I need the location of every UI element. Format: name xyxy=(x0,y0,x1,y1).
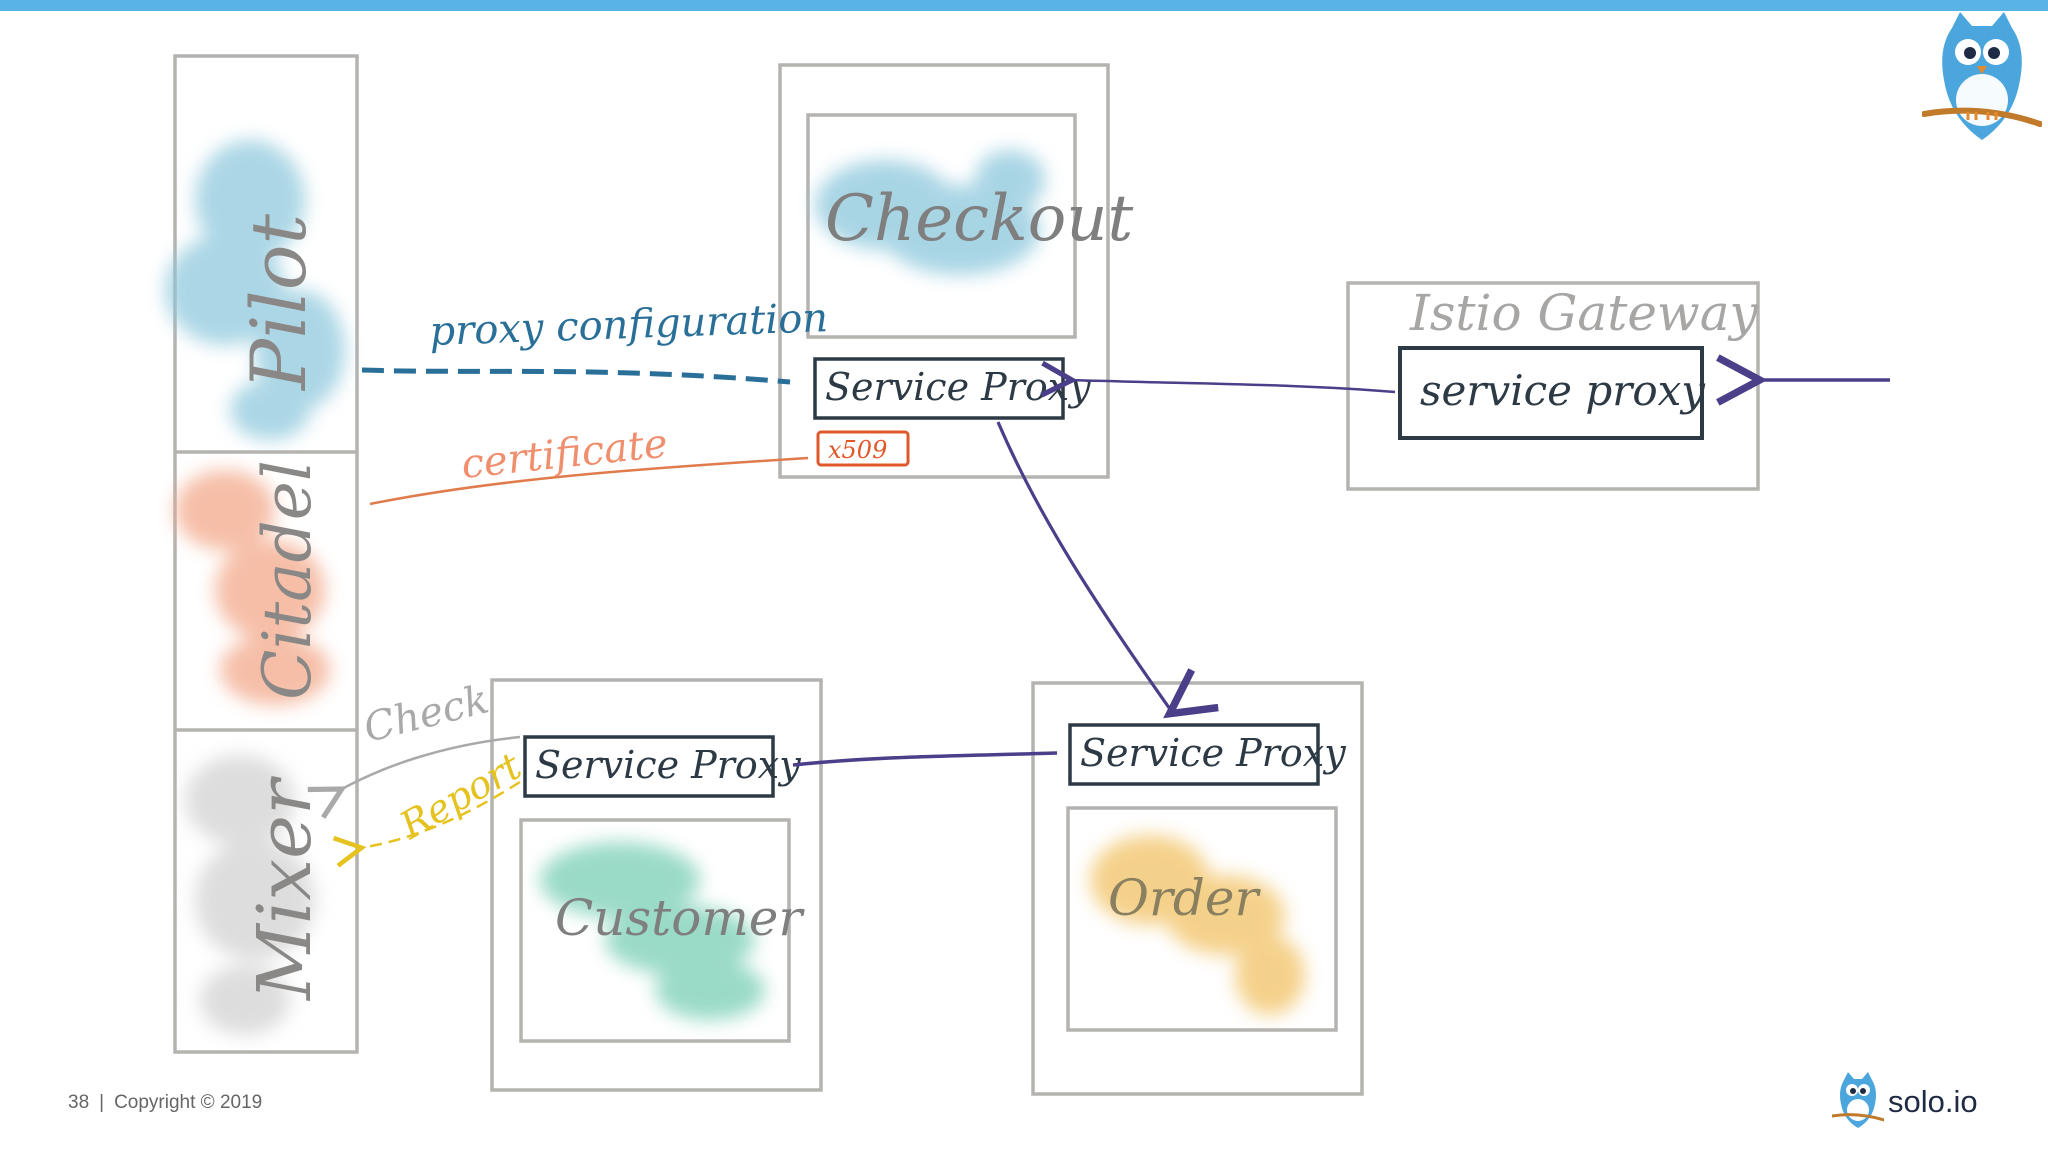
check-label: Check xyxy=(359,676,493,751)
control-plane-column: Pilot Citadel Mixer xyxy=(165,54,359,1054)
gateway-service-proxy-label: service proxy xyxy=(1420,366,1706,415)
checkout-label: Checkout xyxy=(825,182,1133,256)
checkout-node: Checkout Service Proxy x509 xyxy=(778,63,1133,479)
proxy-configuration-label: proxy configuration xyxy=(429,295,829,355)
citadel-label: Citadel xyxy=(249,460,326,700)
slide-footer: 38 | Copyright © 2019 xyxy=(68,1092,262,1114)
pilot-label: Pilot xyxy=(234,213,323,392)
brand-logo: solo.io xyxy=(1832,1070,2032,1130)
proxy-configuration-line xyxy=(361,367,791,385)
order-service-proxy-label: Service Proxy xyxy=(1080,731,1346,775)
x509-certificate-badge: x509 xyxy=(828,436,887,464)
pilot-watercolor xyxy=(165,140,345,440)
check-arrow xyxy=(307,735,521,819)
checkout-watercolor xyxy=(815,150,1045,275)
brand-name: solo.io xyxy=(1888,1084,1978,1119)
istio-gateway-node: Istio Gateway service proxy xyxy=(1346,281,1760,491)
certificate-label: certificate xyxy=(459,421,669,488)
top-accent-bar xyxy=(0,0,2048,11)
checkout-to-order-arrow xyxy=(996,421,1219,719)
report-arrow xyxy=(332,780,521,868)
owl-icon xyxy=(1832,1072,1884,1128)
order-node: Service Proxy Order xyxy=(1031,681,1364,1096)
gateway-to-checkout-arrow xyxy=(1040,360,1396,398)
customer-node: Service Proxy Customer xyxy=(490,678,823,1092)
customer-label: Customer xyxy=(555,889,805,947)
checkout-service-proxy-label: Service Proxy xyxy=(825,365,1091,409)
certificate-line xyxy=(369,456,809,506)
citadel-watercolor xyxy=(175,470,330,705)
order-watercolor xyxy=(1090,835,1305,1015)
istio-gateway-label: Istio Gateway xyxy=(1409,284,1759,342)
owl-icon xyxy=(1922,12,2042,140)
mixer-label: Mixer xyxy=(242,775,328,1002)
copyright-text: Copyright © 2019 xyxy=(114,1092,263,1113)
order-label: Order xyxy=(1108,869,1261,927)
mixer-watercolor xyxy=(185,755,315,1035)
customer-to-order-line xyxy=(792,751,1058,767)
customer-service-proxy-label: Service Proxy xyxy=(535,743,801,787)
footer-separator: | xyxy=(99,1092,105,1113)
customer-watercolor xyxy=(540,842,765,1020)
page-number: 38 xyxy=(68,1092,90,1113)
